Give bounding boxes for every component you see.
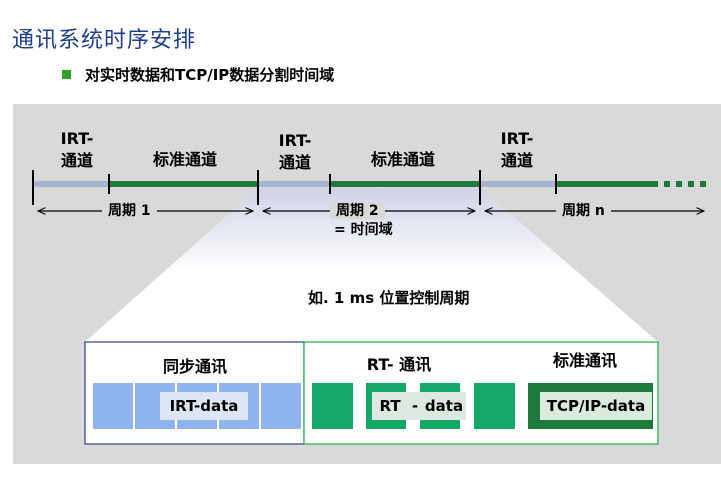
zoom-caption: 如. 1 ms 位置控制周期 <box>308 289 470 307</box>
std-segment-2 <box>330 181 480 187</box>
rt-block <box>474 383 515 429</box>
std-segment-3 <box>556 181 658 187</box>
rt-data-label-left: RT <box>379 397 401 415</box>
period-2-sublabel: = 时间域 <box>334 222 393 238</box>
irt-data-label: IRT-data <box>169 397 239 415</box>
irt-label-line2: 通道 <box>278 153 311 172</box>
period-2-label: 周期 2 <box>330 203 385 219</box>
rt-data-label-right: data <box>424 397 464 415</box>
rt-comm-title: RT- 通讯 <box>366 355 432 374</box>
std-segment-1 <box>109 181 258 187</box>
timeline-bar <box>32 170 706 205</box>
rt-data-label-bg <box>372 392 466 420</box>
irt-data-label-bg <box>160 392 248 420</box>
period-1-label: 周期 1 <box>102 203 157 219</box>
bullet-line: 对实时数据和TCP/IP数据分割时间域 <box>62 64 334 85</box>
irt-channel-label-2: IRT- 通道 <box>270 130 320 174</box>
page-title: 通讯系统时序安排 <box>12 28 197 53</box>
tcp-ip-data-label: TCP/IP-data <box>546 397 646 415</box>
std-channel-label-1: 标准通道 <box>152 150 217 169</box>
irt-label-line2: 通道 <box>60 151 93 170</box>
irt-channel-label-3: IRT- 通道 <box>492 128 542 172</box>
std-channel-label-2: 标准通道 <box>370 150 435 169</box>
sync-comm-title: 同步通讯 <box>162 357 227 376</box>
irt-label-line1: IRT- <box>500 129 534 148</box>
irt-label-line1: IRT- <box>278 131 312 150</box>
continuation-dashes <box>664 181 706 187</box>
tcp-data-label-bg <box>540 392 652 420</box>
period-n-label: 周期 n <box>556 203 611 219</box>
zoom-fan <box>85 188 658 342</box>
bullet-text: 对实时数据和TCP/IP数据分割时间域 <box>85 66 335 84</box>
rt-block <box>312 383 353 429</box>
sync-slot <box>261 383 301 429</box>
irt-label-line2: 通道 <box>500 151 533 170</box>
irt-channel-label-1: IRT- 通道 <box>52 128 102 172</box>
sync-slot <box>93 383 133 429</box>
irt-segment-1 <box>33 181 109 187</box>
rt-data-label-dash: - <box>411 397 419 415</box>
irt-segment-2 <box>258 181 330 187</box>
cycle-ticks <box>32 170 557 205</box>
square-bullet-icon <box>62 70 71 79</box>
irt-label-line1: IRT- <box>60 129 94 148</box>
irt-segment-3 <box>480 181 556 187</box>
std-comm-title: 标准通讯 <box>552 351 617 370</box>
